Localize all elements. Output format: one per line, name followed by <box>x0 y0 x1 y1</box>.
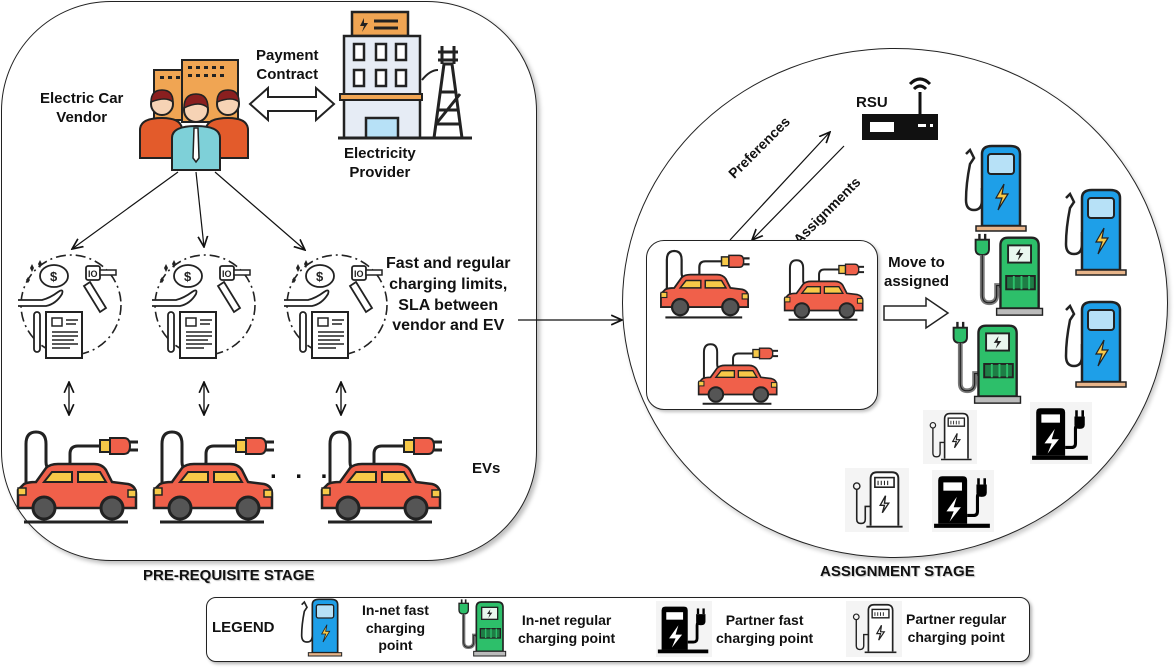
move-label-line1: Move to <box>888 254 945 271</box>
electricity-provider-label: Electricity Provider <box>344 145 416 183</box>
in-net-regular-charger-icon <box>944 320 1032 406</box>
contract-label-line2: Contract <box>256 65 319 83</box>
sla-label-line4: vendor and EV <box>392 317 505 335</box>
legend-title: LEGEND <box>212 619 275 636</box>
legend-label-line: charging <box>365 619 425 636</box>
in-net-regular-charger-icon <box>966 232 1054 318</box>
partner-regular-charger-icon <box>846 601 902 657</box>
legend-item-partner-fast: Partner fast charging point <box>716 612 813 647</box>
legend-item-in-net-fast: In-net fast charging point <box>362 602 429 655</box>
contract-label-line1: Payment <box>256 47 319 64</box>
partner-fast-charger-icon <box>1030 402 1092 464</box>
legend-label-line: charging point <box>907 628 1005 645</box>
sla-label: Fast and regular charging limits, SLA be… <box>386 254 510 337</box>
in-net-fast-charger-icon <box>1064 188 1128 277</box>
vendor-label: Electric Car Vendor <box>40 90 123 128</box>
vendor-label-line1: Electric Car <box>40 90 124 107</box>
rsu-label: RSU <box>856 94 888 111</box>
partner-fast-charger-icon <box>656 601 712 657</box>
rsu-icon <box>862 77 938 140</box>
in-net-fast-charger-icon <box>964 144 1028 233</box>
legend-label-line: Partner regular <box>906 611 1007 627</box>
provider-label-line2: Provider <box>349 163 411 181</box>
partner-fast-charger-icon <box>932 470 994 532</box>
partner-regular-charger-icon <box>843 468 911 532</box>
provider-label-line1: Electricity <box>344 145 416 162</box>
in-net-fast-charger-icon <box>1064 300 1128 389</box>
legend-label-line: In-net fast <box>362 602 429 618</box>
legend-label-line: In-net regular <box>521 612 612 628</box>
sla-label-line2: charging limits, <box>389 275 508 293</box>
legend-label-line: Partner fast <box>725 612 804 628</box>
move-to-assigned-arrow <box>883 296 950 330</box>
partner-regular-charger-icon <box>921 410 979 464</box>
payment-contract-double-arrow <box>248 85 336 123</box>
ev-car-icon <box>697 343 780 405</box>
legend-item-partner-regular: Partner regular charging point <box>906 611 1006 646</box>
sla-label-line3: SLA between <box>398 296 499 314</box>
electricity-provider-icon <box>338 10 472 140</box>
ev-car-icon <box>659 249 751 319</box>
legend-item-in-net-regular: In-net regular charging point <box>518 612 615 647</box>
vendor-label-line2: Vendor <box>56 108 108 126</box>
legend-label-line: charging point <box>716 629 814 646</box>
evs-label: EVs <box>472 460 501 477</box>
sla-label-line1: Fast and regular <box>386 255 511 272</box>
legend-label-line: point <box>378 637 413 653</box>
electric-car-vendor-icon <box>139 59 249 171</box>
ev-ellipsis: . . . <box>270 457 334 484</box>
legend-label-line: charging point <box>518 629 616 646</box>
assignment-stage-title: ASSIGNMENT STAGE <box>820 563 975 580</box>
move-to-assigned-label: Move to assigned <box>884 254 949 292</box>
prerequisite-stage-title: PRE-REQUISITE STAGE <box>143 567 315 584</box>
in-net-fast-charger-icon <box>300 598 343 657</box>
in-net-regular-charger-icon <box>450 598 516 658</box>
ev-car-icon <box>783 259 866 321</box>
payment-contract-label: Payment Contract <box>256 47 319 85</box>
move-label-line2: assigned <box>884 272 950 290</box>
